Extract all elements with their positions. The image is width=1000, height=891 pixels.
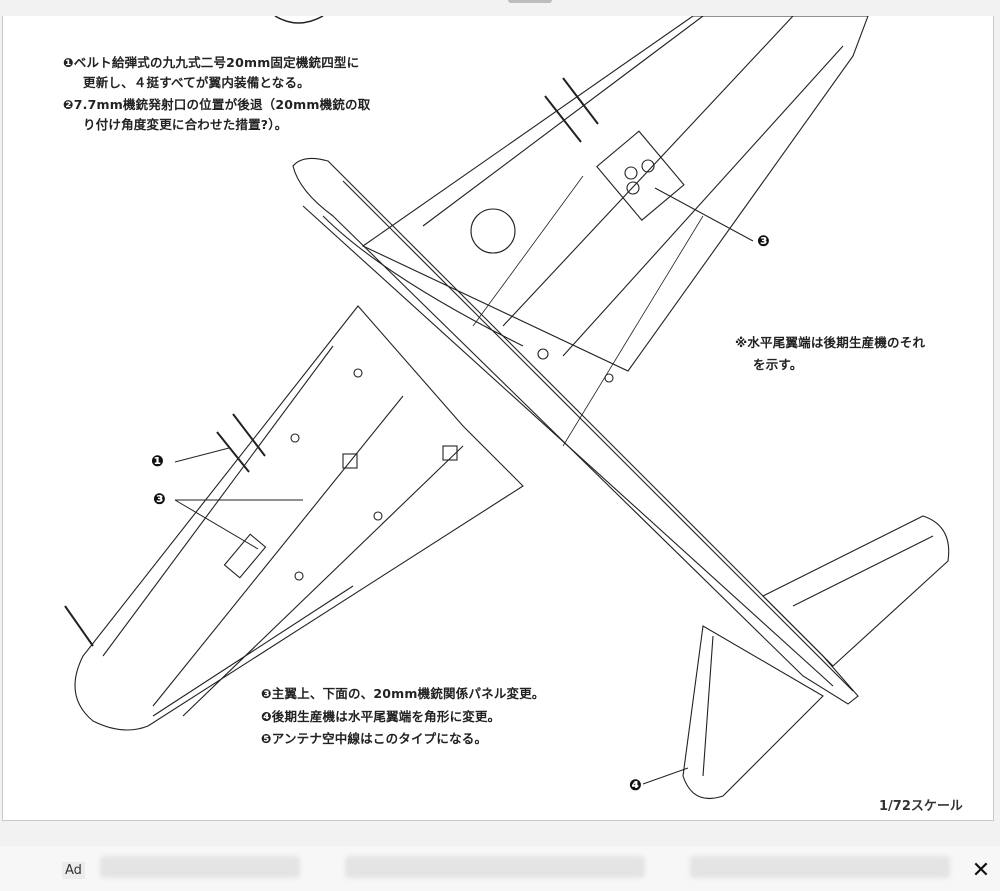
top-handle bbox=[508, 0, 552, 3]
note-5: ❺アンテナ空中線はこのタイプになる。 bbox=[261, 731, 488, 746]
note-tail-line-1: ※水平尾翼端は後期生産機のそれ bbox=[735, 335, 926, 350]
aircraft-underside-drawing bbox=[64, 16, 950, 800]
note-1-line-2: 更新し、４挺すべてが翼内装備となる。 bbox=[83, 75, 310, 90]
ad-content-blur bbox=[690, 856, 950, 878]
callout-4: ❹ bbox=[629, 776, 642, 794]
callout-3-left: ❸ bbox=[153, 490, 166, 508]
note-2-line-1: ❷7.7mm機銃発射口の位置が後退（20mm機銃の取 bbox=[63, 97, 371, 112]
note-3: ❸主翼上、下面の、20mm機銃関係パネル変更。 bbox=[261, 686, 545, 701]
ad-content-blur bbox=[345, 856, 645, 878]
note-1-line-1: ❶ベルト給弾式の九九式二号20mm固定機銃四型に bbox=[63, 55, 360, 70]
note-tail-line-2: を示す。 bbox=[753, 357, 803, 372]
note-4: ❹後期生産機は水平尾翼端を角形に変更。 bbox=[261, 709, 501, 724]
ad-content-blur bbox=[100, 856, 300, 878]
ad-label: Ad bbox=[62, 862, 85, 879]
callout-1: ❶ bbox=[151, 452, 164, 470]
ad-close-icon[interactable]: ✕ bbox=[971, 858, 991, 883]
callout-3-right: ❸ bbox=[757, 232, 770, 250]
scale-label: 1/72スケール bbox=[879, 799, 963, 814]
diagram-page: ❶ベルト給弾式の九九式二号20mm固定機銃四型に 更新し、４挺すべてが翼内装備と… bbox=[2, 16, 994, 821]
note-2-line-2: り付け角度変更に合わせた措置?）。 bbox=[83, 117, 288, 132]
